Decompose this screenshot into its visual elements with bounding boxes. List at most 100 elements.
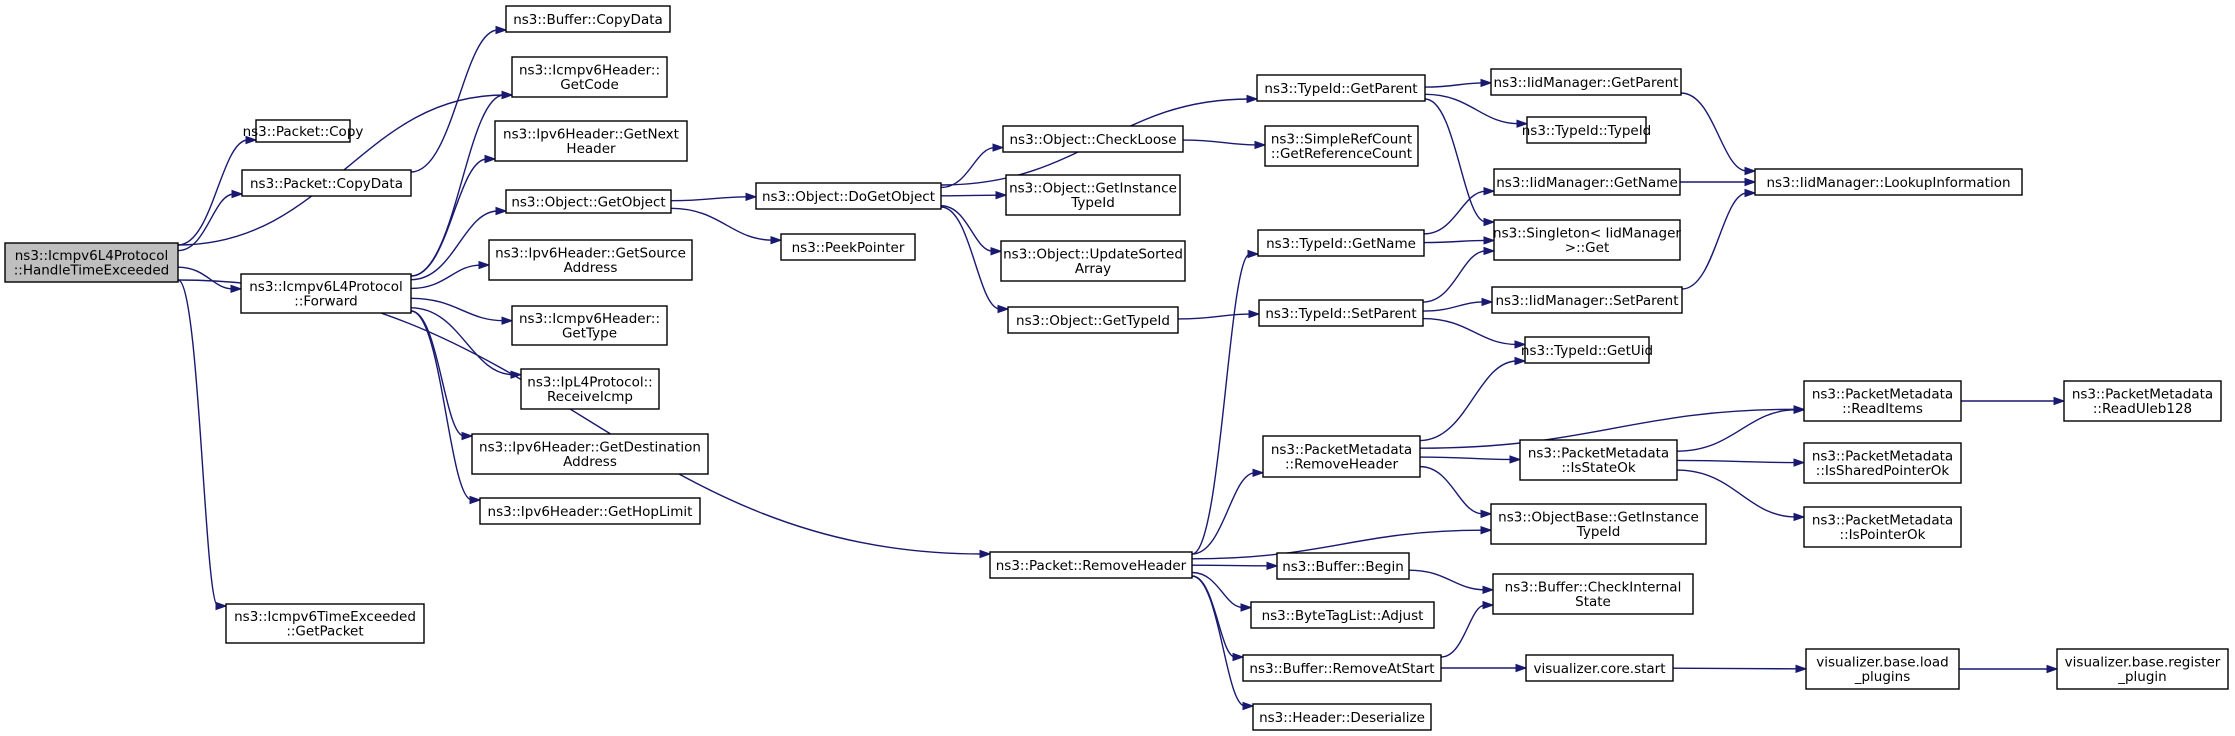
node-pm_removeheader[interactable]: ns3::PacketMetadata::RemoveHeader [1262, 435, 1421, 478]
node-iid_getparent[interactable]: ns3::IidManager::GetParent [1490, 68, 1682, 96]
node-fwd[interactable]: ns3::Icmpv6L4Protocol::Forward [240, 273, 412, 314]
node-pm_readitems[interactable]: ns3::PacketMetadata::ReadItems [1803, 380, 1962, 422]
node-tid_typeid[interactable]: ns3::TypeId::TypeId [1522, 116, 1652, 144]
node-label: Address [563, 454, 617, 470]
edge-line [410, 307, 514, 376]
node-pm_isptr[interactable]: ns3::PacketMetadata::IsPointerOk [1803, 506, 1962, 548]
node-buf_begin[interactable]: ns3::Buffer::Begin [1276, 552, 1410, 580]
node-viz_loadplugins[interactable]: visualizer.base.load_plugins [1805, 648, 1960, 690]
edge-pm_removeheader-to-tid_getuid [1419, 356, 1527, 442]
node-box [1493, 168, 1681, 196]
node-viz_regplugin[interactable]: visualizer.base.register_plugin [2056, 648, 2229, 690]
node-pm_issharedptr[interactable]: ns3::PacketMetadata::IsSharedPointerOk [1803, 442, 1962, 484]
edge-line [1672, 667, 1799, 670]
edge-pm_isstateok-to-pm_isptr [1676, 469, 1806, 522]
node-label: ns3::PeekPointer [792, 240, 905, 256]
arrowhead-icon [1793, 405, 1806, 415]
edge-tid_getparent-to-singleton_get [1424, 98, 1496, 227]
edge-line [410, 264, 482, 290]
node-tid_getparent[interactable]: ns3::TypeId::GetParent [1256, 74, 1426, 102]
node-iid_lookup[interactable]: ns3::IidManager::LookupInformation [1754, 168, 2023, 196]
node-buf_removeatstart[interactable]: ns3::Buffer::RemoveAtStart [1242, 654, 1442, 682]
arrowhead-icon [501, 316, 514, 325]
node-obj_gettypeid[interactable]: ns3::Object::GetTypeId [1007, 306, 1179, 334]
arrowhead-icon [1483, 186, 1496, 196]
edge-tid_getparent-to-tid_typeid [1424, 93, 1529, 128]
node-tid_setparent[interactable]: ns3::TypeId::SetParent [1258, 299, 1424, 327]
node-srefcnt[interactable]: ns3::SimpleRefCount::GetReferenceCount [1264, 125, 1419, 167]
node-box [471, 433, 709, 475]
edge-buf_removeatstart-to-viz_core_start [1441, 663, 1528, 673]
node-box [755, 182, 942, 210]
arrowhead-icon [1254, 140, 1267, 150]
node-btl_adjust[interactable]: ns3::ByteTagList::Adjust [1250, 601, 1435, 629]
arrowhead-icon [1482, 600, 1495, 610]
node-label: ns3::Object::GetInstance [1009, 181, 1177, 197]
node-tid_getname[interactable]: ns3::TypeId::GetName [1257, 229, 1425, 257]
edge-line [1191, 575, 1246, 707]
edge-fwd-to-icmp_gettype [410, 297, 514, 325]
arrowhead-icon [995, 190, 1008, 200]
node-pm_isstateok[interactable]: ns3::PacketMetadata::IsStateOk [1519, 439, 1678, 481]
node-label: ns3::Ipv6Header::GetHopLimit [488, 504, 693, 520]
node-pkt_removeheader[interactable]: ns3::Packet::RemoveHeader [989, 551, 1193, 579]
edge-pkt_removeheader-to-hdr_deserialize [1191, 575, 1255, 711]
node-label: _plugin [2117, 669, 2167, 685]
edge-line [1419, 408, 1797, 449]
node-box [1805, 648, 1960, 690]
arrowhead-icon [1793, 512, 1806, 522]
node-label: GetType [562, 326, 617, 342]
node-label: ns3::Header::Deserialize [1259, 710, 1425, 726]
node-peekptr[interactable]: ns3::PeekPointer [780, 233, 916, 261]
node-obj_getobject[interactable]: ns3::Object::GetObject [505, 189, 672, 214]
edge-line [1676, 409, 1797, 452]
arrowhead-icon [231, 189, 244, 199]
node-hdr_deserialize[interactable]: ns3::Header::Deserialize [1252, 703, 1432, 731]
node-icmp_gettype[interactable]: ns3::Icmpv6Header::GetType [511, 305, 668, 346]
node-ipl4_recv[interactable]: ns3::IpL4Protocol::ReceiveIcmp [520, 368, 660, 410]
edge-line [177, 193, 235, 252]
node-pkt_copy[interactable]: ns3::Packet::Copy [243, 119, 364, 143]
arrowhead-icon [1266, 561, 1279, 571]
node-viz_core_start[interactable]: visualizer.core.start [1525, 654, 1674, 682]
node-obj_dogetobject[interactable]: ns3::Object::DoGetObject [755, 182, 942, 210]
node-pm_readuleb[interactable]: ns3::PacketMetadata::ReadUleb128 [2063, 380, 2222, 422]
node-label: ns3::Singleton< IidManager [1493, 226, 1681, 242]
arrowhead-icon [1514, 340, 1527, 349]
node-singleton_get[interactable]: ns3::Singleton< IidManager>::Get [1493, 219, 1681, 261]
node-te_getpacket[interactable]: ns3::Icmpv6TimeExceeded::GetPacket [225, 603, 425, 644]
node-label: _plugins [1854, 669, 1911, 685]
edge-pkt_copydata-to-buf_copydata [410, 25, 508, 173]
edge-fwd-to-obj_getobject [410, 206, 508, 281]
edge-tid_getname-to-singleton_get [1423, 236, 1496, 245]
edge-line [940, 206, 1001, 310]
node-tid_getuid[interactable]: ns3::TypeId::GetUid [1521, 336, 1653, 364]
edge-obj_getobject-to-peekptr [670, 207, 783, 245]
node-obj_checkloose[interactable]: ns3::Object::CheckLoose [1002, 125, 1184, 153]
node-buf_copydata[interactable]: ns3::Buffer::CopyData [505, 5, 671, 33]
edge-line [410, 210, 499, 281]
node-ipv6_hop[interactable]: ns3::Ipv6Header::GetHopLimit [479, 497, 701, 525]
node-label: ns3::Buffer::Begin [1282, 559, 1404, 575]
node-box [1754, 168, 2023, 196]
edge-iid_setparent-to-iid_lookup [1681, 188, 1757, 290]
node-label: ns3::PacketMetadata [2072, 387, 2213, 403]
node-box [989, 551, 1193, 579]
arrowhead-icon [1795, 664, 1808, 674]
node-icmp_getcode[interactable]: ns3::Icmpv6Header::GetCode [511, 56, 668, 98]
node-iid_getname[interactable]: ns3::IidManager::GetName [1493, 168, 1681, 196]
edge-line [1422, 250, 1487, 303]
node-pkt_copydata[interactable]: ns3::Packet::CopyData [241, 169, 412, 197]
node-iid_setparent[interactable]: ns3::IidManager::SetParent [1491, 286, 1683, 314]
edge-line [1424, 93, 1520, 125]
edge-line [940, 205, 994, 252]
node-root[interactable]: ns3::Icmpv6L4Protocol::HandleTimeExceede… [4, 242, 179, 283]
node-label: Array [1075, 261, 1111, 277]
